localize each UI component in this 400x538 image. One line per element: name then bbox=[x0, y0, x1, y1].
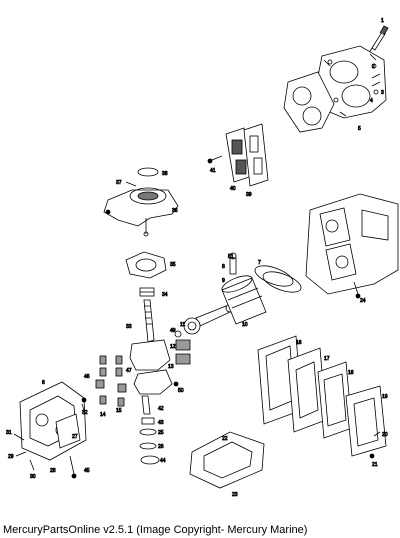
callout-lower-plate: 27 bbox=[72, 434, 78, 440]
plate-screws[interactable]: 41 bbox=[207, 155, 223, 174]
callout-piston: 10 bbox=[242, 322, 248, 328]
piston-pin[interactable]: 8 9 bbox=[222, 252, 237, 284]
callout-cyl-head: 5 bbox=[358, 126, 361, 132]
callout-transfer-gasket: 39 bbox=[246, 192, 252, 198]
callout-exhaust-cover: 23 bbox=[232, 492, 238, 498]
callout-main-cage: 47 bbox=[126, 368, 132, 374]
lower-fasteners[interactable]: 31 29 30 32 45 bbox=[6, 397, 90, 480]
callout-pin-washer: 51 bbox=[228, 254, 234, 260]
callout-piston-pin: 8 bbox=[222, 264, 225, 270]
cylinder-block[interactable]: 24 bbox=[305, 193, 399, 304]
reed-stop[interactable]: 19 bbox=[345, 385, 388, 457]
callout-crankshaft: 33 bbox=[126, 324, 132, 330]
lower-plate[interactable]: 27 bbox=[55, 413, 81, 449]
callout-ring-oring: 49 bbox=[170, 328, 176, 334]
reed-plate[interactable]: 18 bbox=[317, 361, 354, 439]
reed-screws[interactable]: 20 21 bbox=[369, 432, 388, 468]
callout-lower-screw: 31 bbox=[6, 430, 12, 436]
exhaust-cover[interactable]: 22 23 bbox=[189, 431, 265, 498]
callout-bearing-race: 26 bbox=[158, 444, 164, 450]
callout-lower-washer: 32 bbox=[82, 410, 88, 416]
exploded-parts-diagram: 1 5 2 3 4 40 39 41 bbox=[6, 18, 399, 498]
callout-top-bearing: 34 bbox=[162, 292, 168, 298]
upper-end-cap[interactable]: 38 36 37 bbox=[103, 167, 179, 237]
callout-block-bolt: 24 bbox=[360, 298, 366, 304]
callout-transfer-cover: 40 bbox=[230, 186, 236, 192]
callout-rod-cap: 13 bbox=[168, 364, 174, 370]
callout-rod-screw: 12 bbox=[170, 344, 176, 350]
callout-upper-end-cap: 36 bbox=[172, 208, 178, 214]
callout-lower-stud: 30 bbox=[30, 474, 36, 480]
callout-spark-plug: 1 bbox=[381, 18, 384, 24]
callout-end-cap-gasket: 35 bbox=[170, 262, 176, 268]
transfer-port-gasket[interactable]: 39 bbox=[243, 123, 269, 198]
callout-rod-needle: 14 bbox=[100, 412, 106, 418]
callout-rod-cage: 15 bbox=[116, 408, 122, 414]
callout-housing-bolt: 6 bbox=[42, 380, 45, 386]
spark-plug[interactable]: 1 bbox=[368, 18, 389, 54]
callout-head-gasket: 2 bbox=[372, 64, 375, 70]
callout-lower-spacer: 44 bbox=[160, 458, 166, 464]
callout-reed-stop: 19 bbox=[382, 394, 388, 400]
piston[interactable]: 10 bbox=[220, 272, 267, 328]
callout-pin-retainer: 9 bbox=[222, 278, 225, 284]
ring-orings[interactable]: 49 50 51 bbox=[170, 254, 235, 395]
callout-cover-plate: 16 bbox=[296, 340, 302, 346]
cylinder-head[interactable]: 5 bbox=[317, 45, 387, 132]
callout-center-main: 46 bbox=[84, 374, 90, 380]
callout-reed-block: 17 bbox=[324, 356, 330, 362]
callout-piston-rings: 7 bbox=[258, 260, 261, 266]
callout-plate-screw: 41 bbox=[210, 168, 216, 174]
callout-reed-fastener: 21 bbox=[372, 462, 378, 468]
callout-lower-retainer: 43 bbox=[158, 420, 164, 426]
callout-head-washer: 4 bbox=[370, 98, 373, 104]
cover-plate[interactable]: 16 bbox=[257, 335, 303, 425]
callout-lower-seal: 25 bbox=[158, 430, 164, 436]
callout-rod-upper: 11 bbox=[180, 322, 185, 328]
callout-lower-bearing: 42 bbox=[158, 406, 164, 412]
head-bolts[interactable]: 3 4 bbox=[370, 73, 384, 104]
piston-rings[interactable]: 7 bbox=[252, 260, 303, 296]
lower-bearing-stack[interactable]: 42 43 25 26 44 bbox=[139, 406, 166, 465]
callout-reed-plate: 18 bbox=[348, 370, 354, 376]
top-main-bearing[interactable]: 34 bbox=[139, 287, 168, 298]
callout-lower-cap-oring: 50 bbox=[178, 388, 184, 394]
connecting-rod[interactable]: 11 bbox=[180, 303, 235, 335]
callout-exhaust-gasket: 22 bbox=[222, 436, 228, 442]
callout-crank-bolt: 37 bbox=[116, 180, 122, 186]
callout-lower-bolt: 29 bbox=[8, 454, 14, 460]
image-caption: MercuryPartsOnline v2.5.1 (Image Copyrig… bbox=[3, 524, 308, 536]
callout-lower-housing: 28 bbox=[50, 468, 56, 474]
callout-head-bolt: 3 bbox=[381, 90, 384, 96]
callout-reed-screw: 20 bbox=[382, 432, 388, 438]
head-gasket[interactable]: 2 bbox=[283, 64, 375, 133]
rod-needles[interactable]: 14 15 46 47 bbox=[84, 355, 132, 418]
callout-upper-seal: 38 bbox=[162, 171, 168, 177]
rod-caps[interactable]: 12 13 bbox=[168, 339, 191, 370]
callout-lower-cap-screw: 45 bbox=[84, 468, 90, 474]
end-cap-gasket[interactable]: 35 bbox=[125, 251, 176, 279]
crankshaft[interactable]: 33 bbox=[126, 299, 173, 415]
